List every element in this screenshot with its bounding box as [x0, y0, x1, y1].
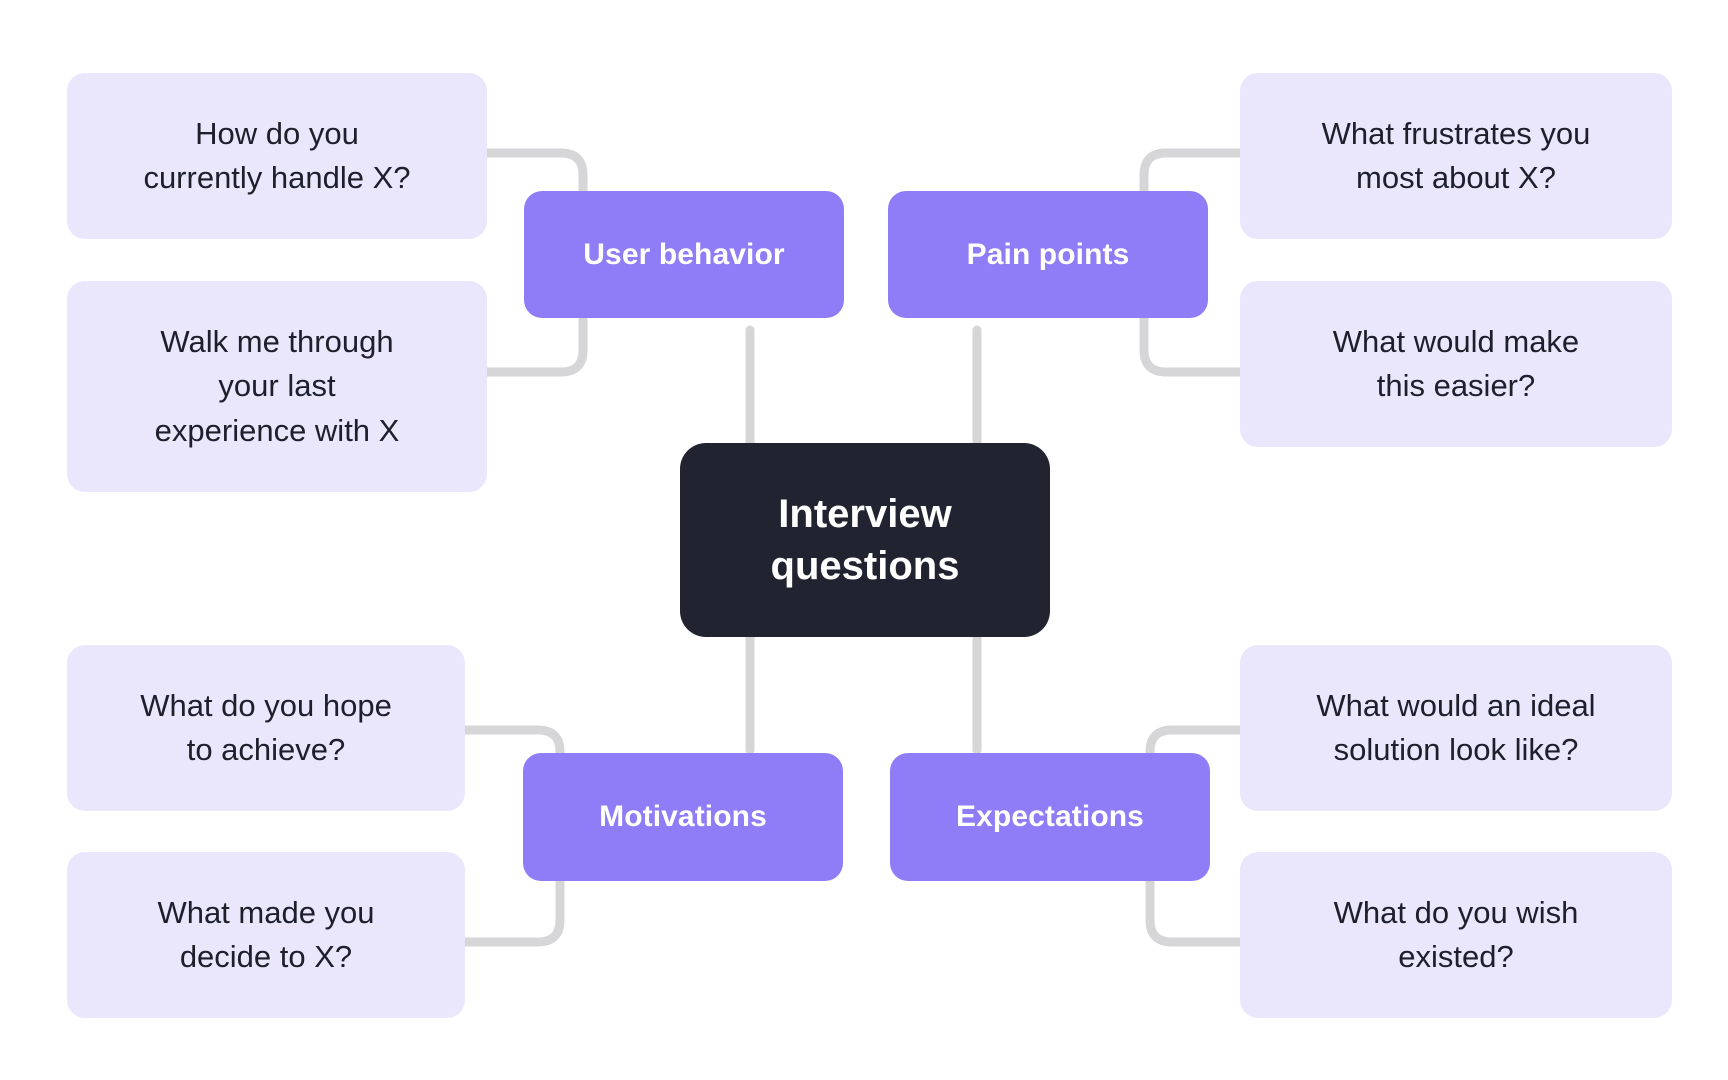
connector-user-behavior-q2	[482, 309, 588, 377]
center-node-label: Interview questions	[770, 492, 960, 588]
question-label: What frustrates you most about X?	[1321, 115, 1591, 195]
category-label: Motivations	[599, 800, 767, 833]
connector-user-behavior-q1	[482, 148, 588, 200]
category-node-motivations[interactable]: Motivations	[523, 753, 843, 881]
category-label: User behavior	[583, 237, 785, 271]
question-card-q2[interactable]: Walk me through your last experience wit…	[67, 281, 487, 492]
question-card-q5[interactable]: What do you hope to achieve?	[67, 645, 465, 811]
question-label: What would make this easier?	[1332, 323, 1580, 403]
question-label: How do you currently handle X?	[143, 115, 411, 195]
question-label: What made you decide to X?	[157, 894, 375, 974]
question-card-q4[interactable]: What would make this easier?	[1240, 281, 1672, 447]
center-node[interactable]: Interview questions	[680, 443, 1050, 637]
question-card-q1[interactable]: How do you currently handle X?	[67, 73, 487, 239]
category-node-expectations[interactable]: Expectations	[890, 753, 1210, 881]
question-card-q8[interactable]: What do you wish existed?	[1240, 852, 1672, 1018]
category-label: Expectations	[956, 800, 1144, 833]
question-label: What do you hope to achieve?	[140, 687, 392, 767]
question-card-q6[interactable]: What made you decide to X?	[67, 852, 465, 1018]
connector-pain-points-q4	[1139, 309, 1245, 377]
category-label: Pain points	[966, 237, 1130, 271]
category-node-pain-points[interactable]: Pain points	[888, 191, 1208, 318]
question-label: What would an ideal solution look like?	[1316, 687, 1596, 767]
question-card-q3[interactable]: What frustrates you most about X?	[1240, 73, 1672, 239]
question-label: Walk me through your last experience wit…	[154, 324, 400, 448]
connector-pain-points-q3	[1139, 148, 1245, 200]
question-card-q7[interactable]: What would an ideal solution look like?	[1240, 645, 1672, 811]
category-node-user-behavior[interactable]: User behavior	[524, 191, 844, 318]
connector-expectations-q8	[1145, 875, 1245, 947]
question-label: What do you wish existed?	[1333, 894, 1579, 974]
connector-motivations-q6	[459, 875, 565, 947]
